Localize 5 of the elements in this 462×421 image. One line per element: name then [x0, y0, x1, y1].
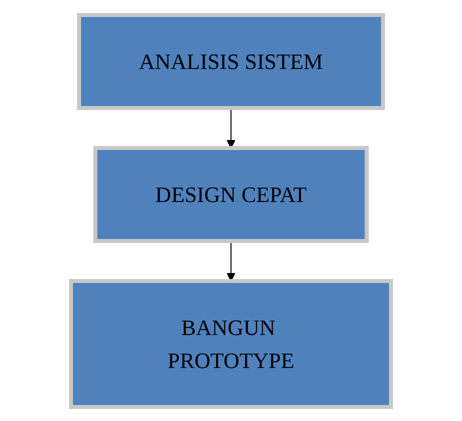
- node-box: BANGUN PROTOTYPE: [69, 278, 393, 408]
- node-box: DESIGN CEPAT: [93, 146, 369, 242]
- arrow: [226, 240, 236, 281]
- arrow: [226, 107, 236, 148]
- node-box: ANALISIS SISTEM: [77, 12, 385, 110]
